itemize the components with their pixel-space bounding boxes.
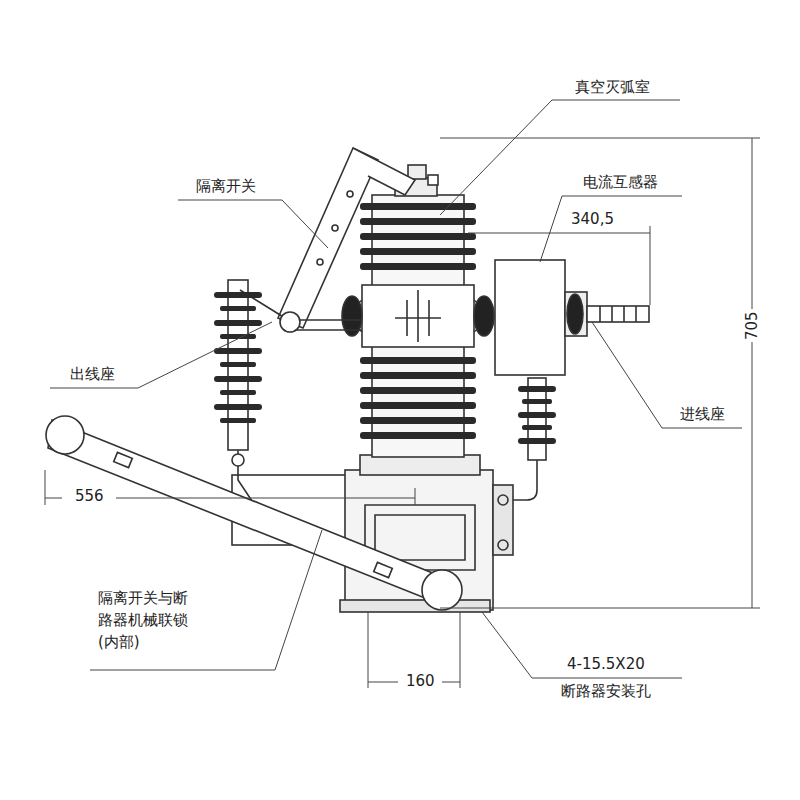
part-label: 出线座 [68,365,117,385]
hole-spec-label: 4-15.5X20 [565,655,647,675]
part-label: 隔离开关与断 路器机械联锁 (内部) [96,588,196,653]
part-label: 进线座 [678,405,727,425]
part-label: 真空灭弧室 [573,78,652,98]
dimension-label: 705 [743,309,763,342]
part-label: 隔离开关 [194,177,258,197]
dimension-label: 340,5 [569,210,616,230]
part-label: 断路器安装孔 [559,682,653,702]
dimension-label: 556 [73,487,106,507]
dimension-label: 160 [404,672,437,692]
part-label: 电流互感器 [581,173,660,193]
